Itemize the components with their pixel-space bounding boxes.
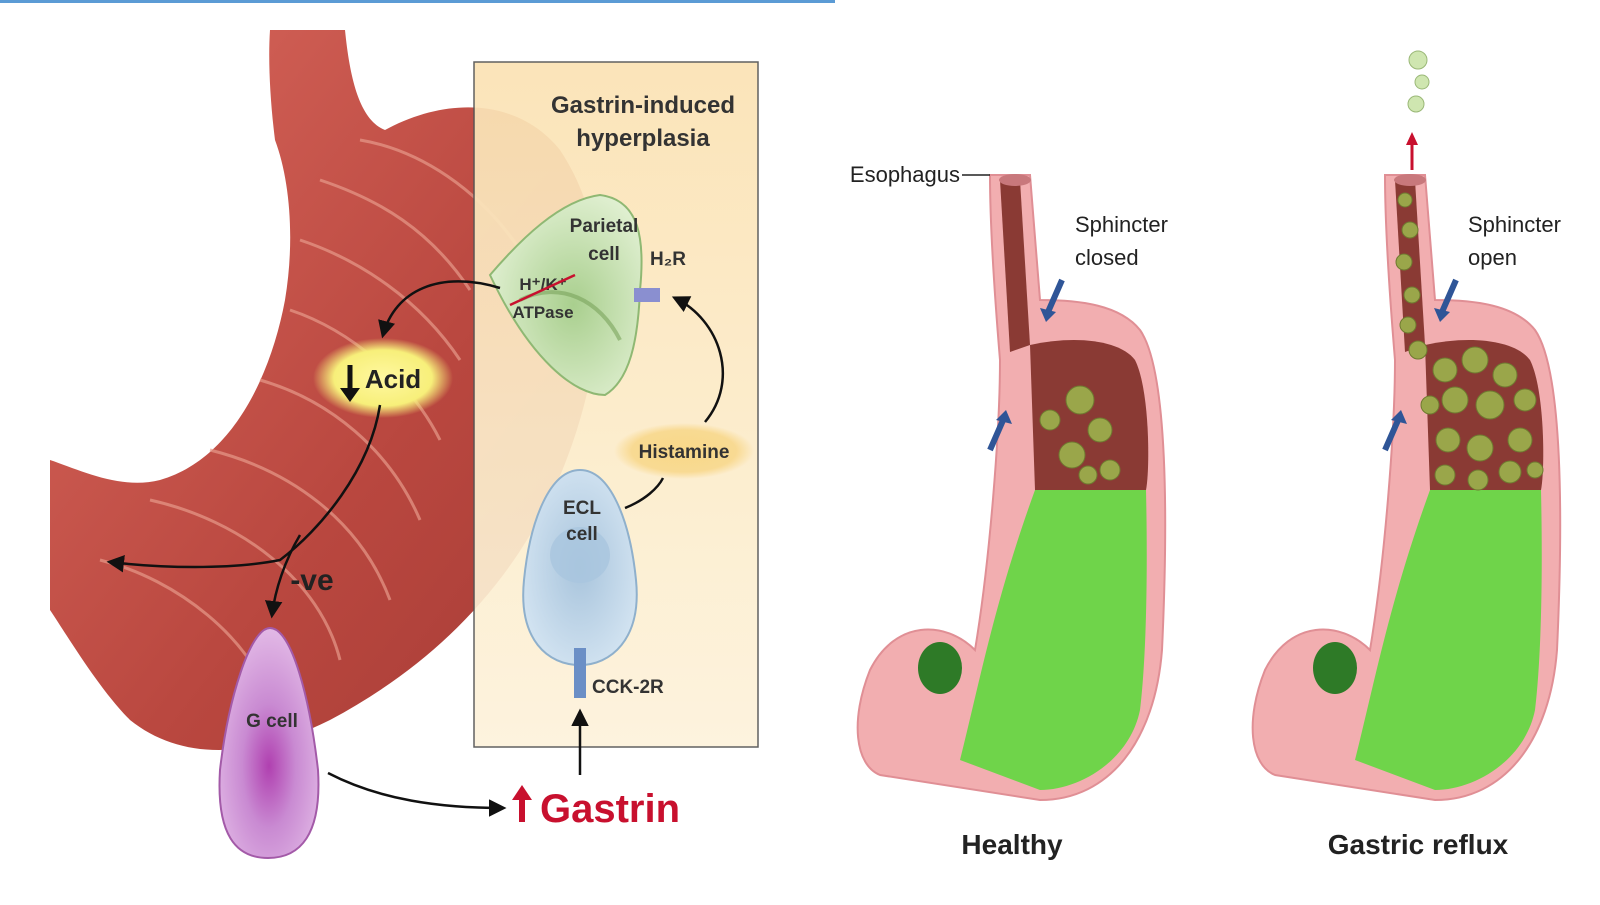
top-strip (0, 0, 835, 3)
atpase-inhibition-mark (509, 273, 576, 307)
reflux-arrow-lower (1382, 416, 1402, 452)
reflux-arrow-lower-head (1391, 410, 1407, 424)
cck2r-label: CCK-2R (592, 677, 664, 698)
healthy-sphincter-label-line1: Sphincter (1075, 212, 1168, 237)
healthy-esophagus-lumen (1000, 180, 1030, 352)
acid-label: Acid (365, 364, 421, 394)
parietal-label-line1: Parietal (570, 216, 639, 237)
healthy-arrow-lower-head (996, 410, 1012, 424)
atpase-label-line2: ATPase (512, 303, 573, 322)
reflux-acid (1355, 490, 1542, 790)
healthy-caption: Healthy (961, 829, 1063, 860)
reflux-caption: Gastric reflux (1328, 829, 1509, 860)
esophagus-label: Esophagus (850, 162, 960, 187)
ecl-to-histamine-line (624, 477, 665, 510)
h2r-label: H₂R (650, 249, 686, 270)
atpase-label-line1: H⁺/K⁺ (519, 275, 566, 294)
histamine-glow (614, 423, 754, 479)
healthy-stomach: Esophagus Sphincter closed Healthy (850, 162, 1168, 860)
reflux-bubbles (1395, 192, 1544, 491)
acid-to-lumen-arrow (106, 404, 382, 573)
box-title-line2: hyperplasia (576, 125, 710, 152)
g-cell (218, 626, 320, 860)
stomach-folds (99, 138, 522, 701)
reflux-stomach: Sphincter open Gastric reflux (1251, 50, 1562, 860)
healthy-arrow-lower (987, 416, 1007, 452)
acid-decrease-arrow-head (340, 388, 360, 402)
reflux-arrow-upper (1439, 278, 1459, 314)
parietal-label-line2: cell (588, 244, 620, 265)
histamine-label: Histamine (639, 442, 730, 463)
box-title-line1: Gastrin-induced (551, 92, 735, 119)
parietal-to-acid-arrow (378, 280, 501, 339)
g-cell-label: G cell (246, 711, 298, 732)
cck2r-receptor (574, 648, 586, 698)
healthy-bubbles (1039, 385, 1121, 485)
healthy-esophagus-opening (999, 174, 1031, 186)
reflux-duodenum-lumen (1313, 642, 1357, 694)
negative-feedback-label: -ve (290, 564, 333, 597)
reflux-sphincter-label-line1: Sphincter (1468, 212, 1561, 237)
healthy-arrow-upper (1045, 278, 1065, 314)
gastrin-diagram: Gastrin-induced hyperplasia Parietal cel… (50, 30, 759, 860)
reflux-arrow-upper-head (1434, 308, 1450, 322)
reflux-escaping-bubbles (1407, 50, 1430, 113)
reflux-diagram: Esophagus Sphincter closed Healthy (850, 50, 1562, 860)
healthy-duodenum-lumen (918, 642, 962, 694)
reflux-esophagus-opening (1394, 174, 1426, 186)
acid-inhibits-gcell-arrow (264, 534, 302, 619)
healthy-arrow-upper-head (1040, 308, 1056, 322)
gcell-to-gastrin-arrow (327, 771, 507, 817)
reflux-red-arrow-head (1406, 132, 1418, 145)
gastrin-increase-arrow-head (512, 785, 532, 800)
gastrin-label: Gastrin (540, 787, 680, 831)
reflux-sphincter-label-line2: open (1468, 245, 1517, 270)
healthy-acid (960, 490, 1147, 790)
ecl-label-line1: ECL (563, 498, 601, 519)
ecl-nucleus (550, 527, 610, 583)
ecl-label-line2: cell (566, 524, 598, 545)
histamine-to-h2r-arrow (671, 296, 724, 423)
healthy-sphincter-label-line2: closed (1075, 245, 1139, 270)
h2r-receptor (634, 288, 660, 302)
